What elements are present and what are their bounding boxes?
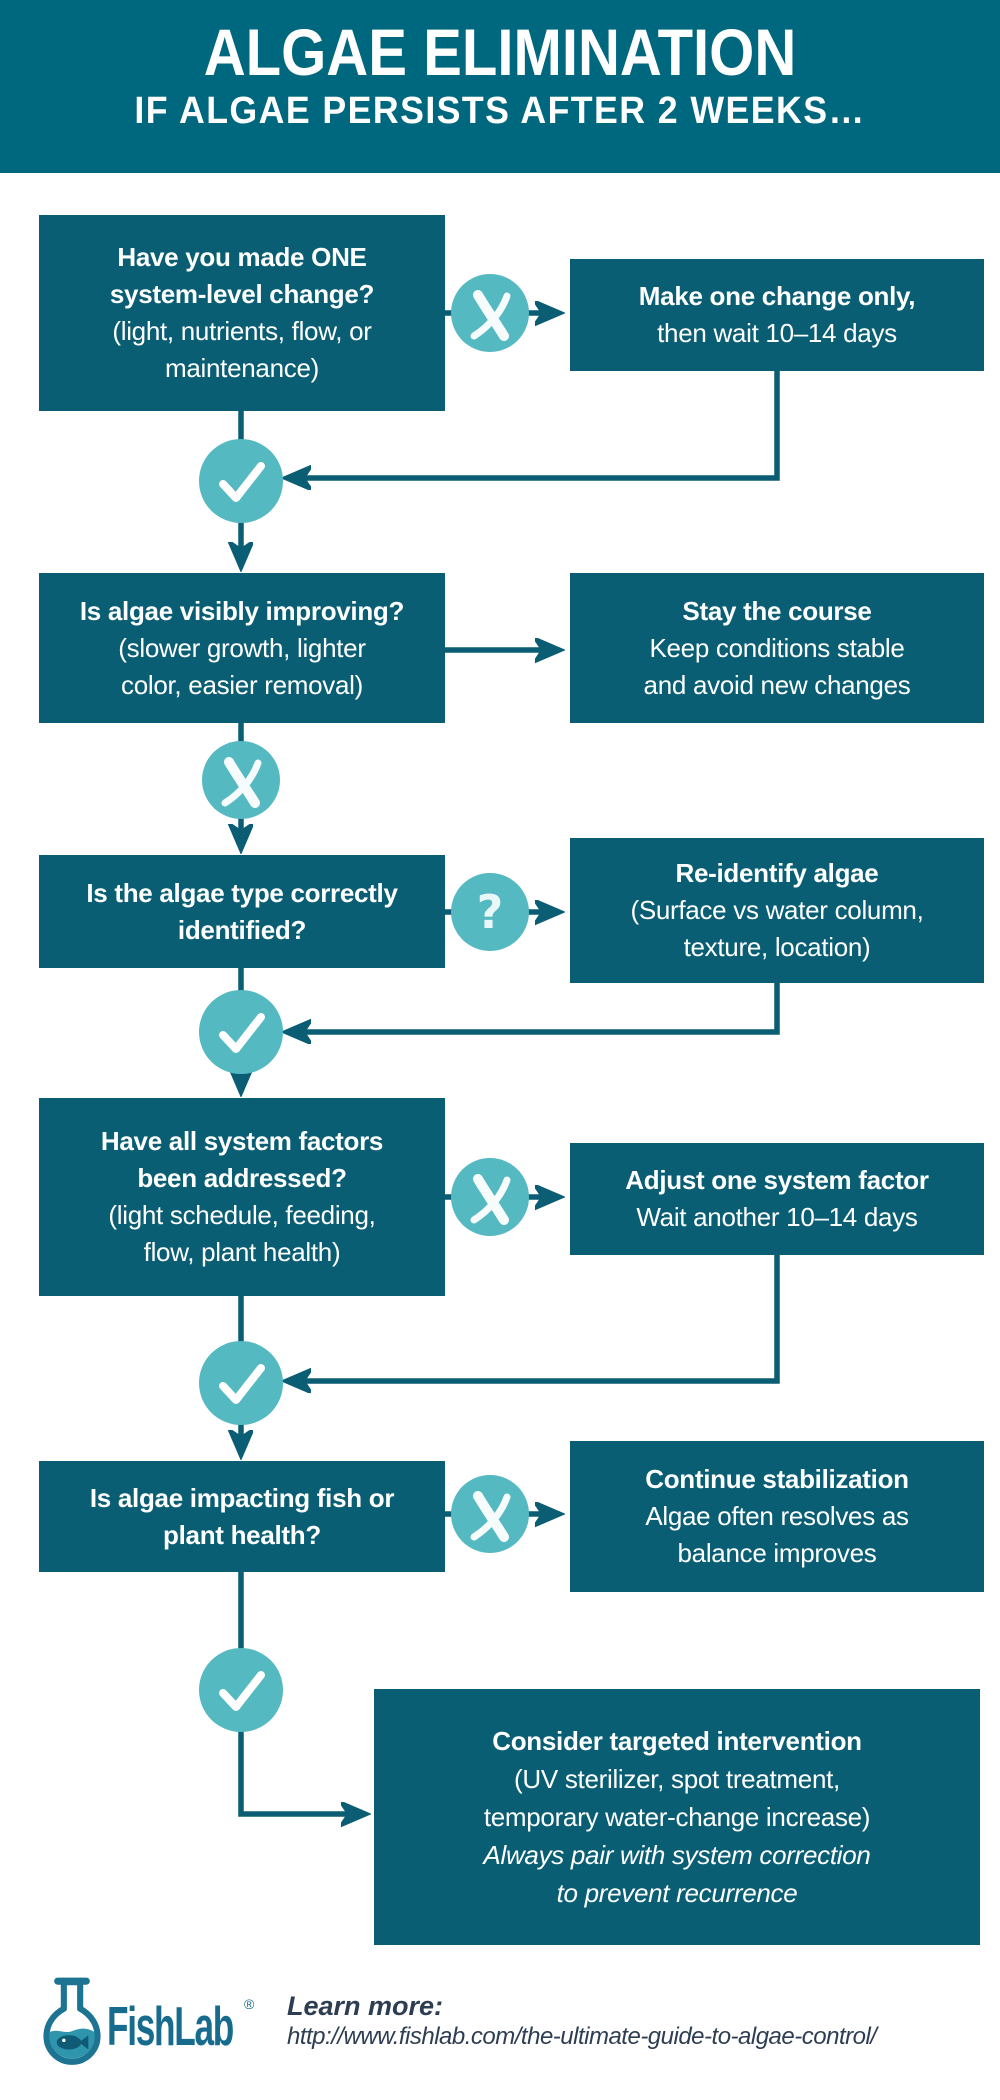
cross-icon	[451, 274, 529, 352]
box-body: (slower growth, lighter color, easier re…	[118, 632, 366, 700]
decision-box-system-change: Have you made ONE system-level change? (…	[39, 215, 445, 411]
registered-trademark: ®	[244, 1996, 255, 2012]
box-body: Wait another 10–14 days	[636, 1202, 918, 1232]
fishlab-flask-icon	[40, 1974, 104, 2079]
action-box-targeted-intervention: Consider targeted intervention (UV steri…	[374, 1689, 980, 1945]
check-icon	[199, 439, 283, 523]
action-box-adjust-factor: Adjust one system factor Wait another 10…	[570, 1143, 984, 1255]
check-icon	[199, 1648, 283, 1732]
box-body: then wait 10–14 days	[657, 318, 897, 348]
question-mark-glyph: ?	[476, 885, 504, 939]
box-body: (light, nutrients, flow, or maintenance)	[112, 316, 372, 383]
box-body: Algae often resolves as balance improves	[645, 1501, 909, 1568]
box-note: Always pair with system correction to pr…	[483, 1840, 871, 1908]
question-icon: ?	[451, 873, 529, 951]
box-title: Adjust one system factor	[625, 1165, 929, 1195]
action-box-stay-the-course: Stay the course Keep conditions stable a…	[570, 573, 984, 723]
box-title: Is algae visibly improving?	[79, 595, 405, 626]
cross-icon	[451, 1158, 529, 1236]
box-body: (UV sterilizer, spot treatment, temporar…	[483, 1764, 871, 1832]
connector-a3-loop-check2	[290, 981, 780, 1032]
decision-box-system-factors: Have all system factors been addressed? …	[39, 1098, 445, 1296]
cross-icon	[451, 1475, 529, 1553]
footer-url: http://www.fishlab.com/the-ultimate-guid…	[287, 2023, 877, 2050]
connector-a1-loop-check1	[290, 371, 780, 478]
decision-box-fish-plant-health: Is algae impacting fish or plant health?	[39, 1461, 445, 1572]
box-title: Have you made ONE system-level change?	[109, 242, 375, 309]
check-icon	[199, 1341, 283, 1425]
box-title: Is algae impacting fish or plant health?	[89, 1482, 395, 1550]
page-title: ALGAE ELIMINATION	[203, 15, 797, 89]
connector-check4-final	[238, 1722, 362, 1814]
box-body: Keep conditions stable and avoid new cha…	[643, 632, 911, 700]
box-body: (Surface vs water column, texture, locat…	[630, 895, 924, 962]
cross-icon	[202, 741, 280, 819]
action-box-reidentify-algae: Re-identify algae (Surface vs water colu…	[570, 838, 984, 983]
box-body: (light schedule, feeding, flow, plant he…	[108, 1200, 376, 1267]
connector-a4-loop-check3	[290, 1254, 780, 1381]
box-title: Continue stabilization	[645, 1464, 909, 1494]
learn-more-label: Learn more:	[287, 1991, 444, 2021]
box-title: Consider targeted intervention	[492, 1726, 862, 1756]
action-box-make-one-change: Make one change only, then wait 10–14 da…	[570, 259, 984, 371]
decision-box-algae-type: Is the algae type correctly identified?	[39, 855, 445, 968]
box-title: Have all system factors been addressed?	[100, 1126, 384, 1193]
brand-name: FishLab	[107, 1995, 234, 2057]
action-box-continue-stabilization: Continue stabilization Algae often resol…	[570, 1441, 984, 1592]
box-title: Re-identify algae	[675, 858, 879, 888]
check-icon	[199, 990, 283, 1074]
box-title: Stay the course	[682, 595, 872, 626]
header-banner: ALGAE ELIMINATION IF ALGAE PERSISTS AFTE…	[0, 0, 1000, 173]
box-title: Is the algae type correctly identified?	[86, 877, 398, 945]
decision-box-visibly-improving: Is algae visibly improving? (slower grow…	[39, 573, 445, 723]
box-title: Make one change only,	[638, 281, 916, 311]
page-subtitle: IF ALGAE PERSISTS AFTER 2 WEEKS…	[134, 90, 866, 132]
fishlab-logo: FishLab	[107, 1994, 304, 2058]
